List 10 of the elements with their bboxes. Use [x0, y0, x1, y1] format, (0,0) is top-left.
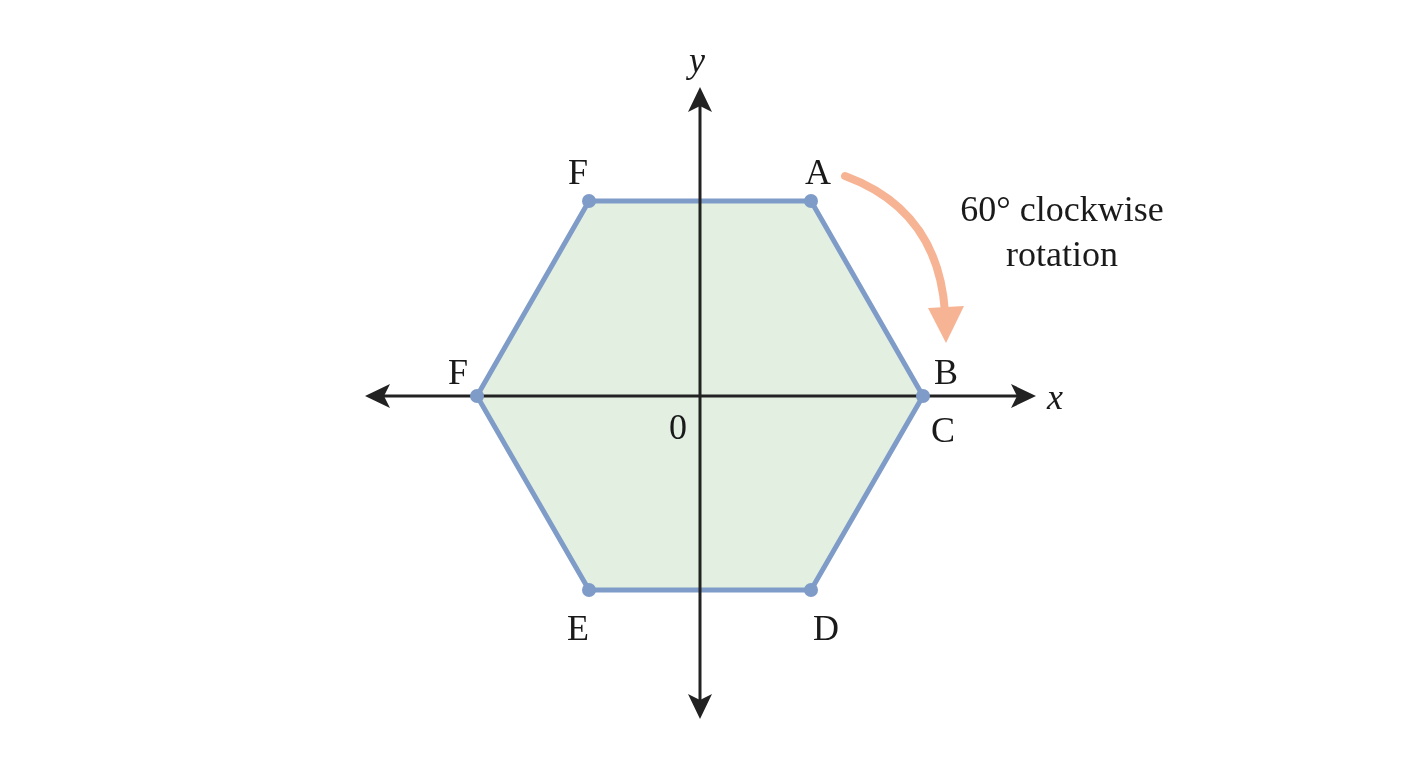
- vertex-label: E: [567, 606, 589, 650]
- vertex-label: A: [805, 150, 831, 194]
- vertex-label: F: [568, 150, 588, 194]
- axis-label: x: [1047, 375, 1063, 419]
- vertex-label: F: [448, 350, 468, 394]
- vertex-label: B: [934, 350, 958, 394]
- rotation-label: 60° clockwise rotation: [959, 188, 1165, 276]
- origin-label: 0: [669, 405, 687, 449]
- vertex-label: D: [813, 606, 839, 650]
- vertex-label: C: [931, 408, 955, 452]
